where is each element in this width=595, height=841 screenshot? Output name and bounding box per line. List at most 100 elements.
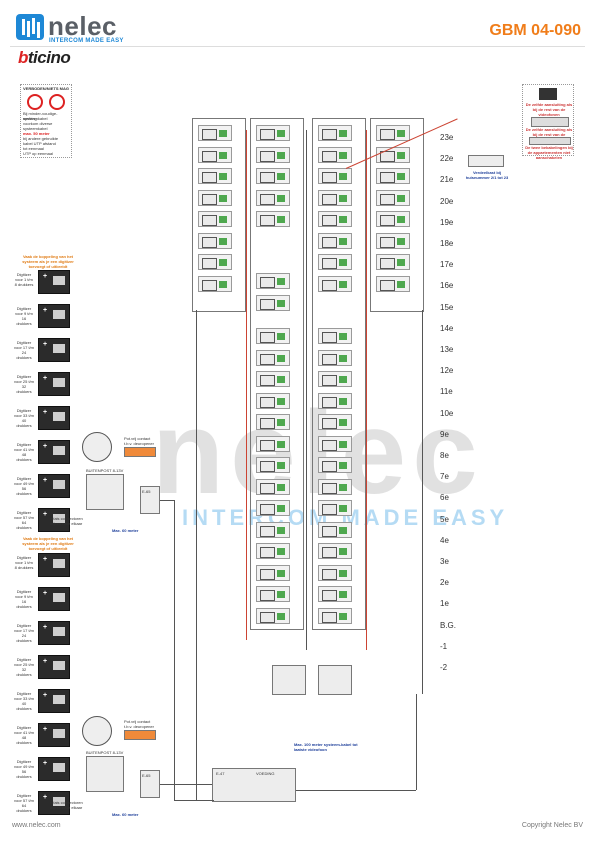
voeding-label: VOEDING [256, 771, 275, 776]
digitizer-label: Digitizer voor 9 t/m 16 drukkers [15, 589, 33, 609]
bticino-logo: bticino [18, 48, 71, 67]
footer-copyright: Copyright Nelec BV [521, 822, 583, 829]
warning-title: VERBODEN/NIETS MAG [23, 86, 70, 91]
e65-module [140, 486, 160, 514]
riser-column-3 [312, 118, 366, 630]
warning-line: max. 50 meter [23, 131, 50, 136]
videophone-module [376, 189, 410, 206]
floor-label: 2e [440, 578, 449, 588]
riser-column-2 [250, 118, 304, 630]
riser-column-1 [192, 118, 246, 312]
deuropener-label: t.b.v. deuropener [124, 441, 154, 446]
footer-website[interactable]: www.nelec.com [12, 822, 61, 829]
header-divider [10, 46, 585, 47]
videophone-module [256, 521, 290, 538]
videophone-module [318, 478, 352, 495]
digitizer-module [38, 587, 70, 611]
videophone-module [376, 146, 410, 163]
videophone-module [256, 294, 290, 311]
videophone-module [318, 349, 352, 366]
max-100-label: Max. 100 meter systeem-kabel tot laatste… [294, 742, 358, 752]
videophone-module [198, 275, 232, 292]
videophone-module [318, 254, 352, 270]
max-60-label: Max. 60 meter [112, 528, 139, 533]
warning-line: kabel UTP afstand [23, 141, 56, 146]
warning-box: VERBODEN/NIETS MAG Bij minder-voudige-we… [20, 84, 72, 158]
floor-label: 20e [440, 196, 454, 206]
videophone-module [318, 275, 352, 292]
floor-label: 12e [440, 366, 454, 376]
digitizer-label: Digitizer voor 57 t/m 64 drukkers [14, 793, 35, 813]
digitizer-module [38, 508, 70, 532]
controller-wire [174, 500, 175, 800]
legend-line-1: De zelfde aansluiting als bij de rest va… [525, 102, 573, 117]
buitenpost-label: BUITENPOST 8-13V [86, 750, 124, 755]
videophone-module [256, 564, 290, 581]
legend-box: De zelfde aansluiting als bij de rest va… [522, 84, 574, 160]
floor-label: 5e [440, 514, 449, 524]
deuropener-icon [82, 716, 112, 746]
videophone-module [318, 211, 352, 227]
bticino-logo-text: ticino [27, 48, 71, 67]
videophone-module [318, 457, 352, 473]
videophone-module [318, 564, 352, 581]
videophone-module [318, 189, 352, 206]
relais-label: relais connectoren [50, 516, 83, 521]
digitizer-label: Digitizer voor 17 t/m 24 drukkers [14, 623, 35, 643]
videophone-module [256, 607, 290, 624]
videophone-module [256, 478, 290, 495]
floor-label: 21e [440, 175, 454, 185]
videophone-module [198, 189, 232, 206]
floor-label: 23e [440, 133, 454, 142]
floor-label: 11e [440, 387, 453, 397]
digitizer-label: Digitizer voor 25 t/m 32 drukkers [14, 374, 35, 394]
watermark-word: nelec [152, 387, 484, 519]
warning-line: UTP op eenmaal [23, 151, 53, 156]
digitizer-label: Digitizer voor 17 t/m 24 drukkers [14, 340, 35, 360]
digitizer-module [38, 372, 70, 396]
digitizer-label: Digitizer voor 1 t/m 8 drukkers [14, 272, 34, 287]
videophone-module [376, 125, 410, 141]
riser-column-4 [370, 118, 424, 312]
digitizer-note-bottom: Vaak de koppeling van het systeem als je… [22, 536, 74, 551]
power-supply [212, 768, 296, 802]
videophone-module [256, 414, 290, 430]
digitizer-module [38, 757, 70, 781]
videophone-module [318, 392, 352, 409]
floor-label: 16e [440, 281, 454, 291]
videophone-module [318, 232, 352, 249]
floor-label: 18e [440, 239, 454, 248]
digitizer-module [38, 440, 70, 464]
warning-line: bij andere gebruikte [23, 136, 59, 141]
digitizer-label: Digitizer voor 49 t/m 56 drukkers [14, 476, 35, 496]
outdoor-station-controller [86, 756, 124, 792]
videophone-module [376, 211, 410, 227]
warning-line: tot eenmaal [23, 146, 44, 151]
digitizer-note-top: Vaak de koppeling van het systeem als je… [22, 254, 74, 269]
distributor-right [318, 665, 352, 695]
floor-label: -1 [440, 641, 448, 651]
warning-line: Bij minder-voudige-werking [23, 111, 58, 121]
floor-label: 22e [440, 154, 454, 164]
controller-wire [160, 784, 212, 785]
digitizer-label: Digitizer voor 41 t/m 48 drukkers [14, 442, 35, 462]
digitizer-label: Digitizer voor 41 t/m 48 drukkers [14, 725, 35, 745]
digitizer-module [38, 304, 70, 328]
videophone-module [318, 607, 352, 624]
videophone-module [318, 328, 352, 344]
e65-label: E-65 [142, 489, 151, 494]
videophone-module [256, 435, 290, 452]
videophone-module [376, 232, 410, 249]
digitizer-label: Digitizer voor 25 t/m 32 drukkers [14, 657, 35, 677]
verdeelkast-label: Verdeelkast bij huisnummer 2/1 tot 23 [465, 170, 509, 180]
floor-label: 1e [440, 599, 449, 609]
videophone-module [318, 500, 352, 516]
floor-label: 10e [440, 408, 454, 418]
videophone-module [198, 146, 232, 163]
videophone-module [318, 146, 352, 163]
videophone-module [318, 414, 352, 430]
videophone-module [256, 168, 290, 184]
digitizer-label: Digitizer voor 1 t/m 8 drukkers [14, 555, 34, 570]
riser-wire [196, 310, 197, 800]
videophone-module [256, 146, 290, 163]
